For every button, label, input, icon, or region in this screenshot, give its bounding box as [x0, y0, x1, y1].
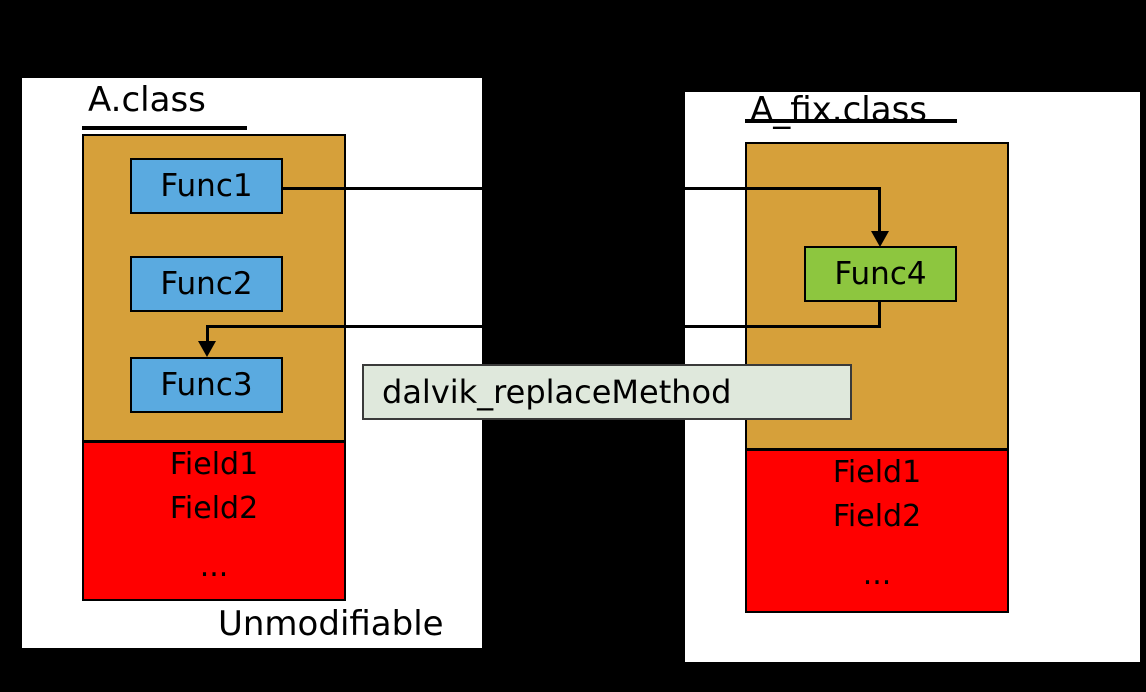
left-field-2: Field2 [169, 491, 259, 526]
right-field-2: Field2 [832, 499, 922, 534]
connector-line-func4-in [685, 187, 881, 190]
connector-line-return-right [685, 325, 881, 328]
left-class-title-underline [82, 126, 247, 130]
connector-line-return-left [206, 325, 482, 328]
connector-line-func3-drop [206, 325, 209, 347]
right-class-title: A_fix.class [750, 90, 928, 130]
replace-method-label: dalvik_replaceMethod [362, 364, 852, 420]
right-class-title-underline [745, 119, 957, 123]
left-class-caption: Unmodifiable [218, 604, 444, 644]
method-box-func2[interactable]: Func2 [130, 256, 283, 312]
connector-line-func4-out [878, 302, 881, 326]
method-box-func3[interactable]: Func3 [130, 357, 283, 413]
arrowhead-into-func3 [198, 341, 216, 357]
left-field-1: Field1 [169, 447, 259, 482]
connector-line-func1-out [283, 187, 482, 190]
method-box-func1[interactable]: Func1 [130, 158, 283, 214]
arrowhead-into-func4 [871, 231, 889, 247]
left-class-fields-area: Field1 Field2 ... [82, 441, 346, 601]
right-fields-ellipsis: ... [862, 557, 892, 592]
right-class-fields-area: Field1 Field2 ... [745, 449, 1009, 613]
right-field-1: Field1 [832, 455, 922, 490]
connector-line-func4-drop [878, 187, 881, 243]
method-box-func4[interactable]: Func4 [804, 246, 957, 302]
left-fields-ellipsis: ... [199, 549, 229, 584]
left-class-title: A.class [88, 80, 206, 120]
